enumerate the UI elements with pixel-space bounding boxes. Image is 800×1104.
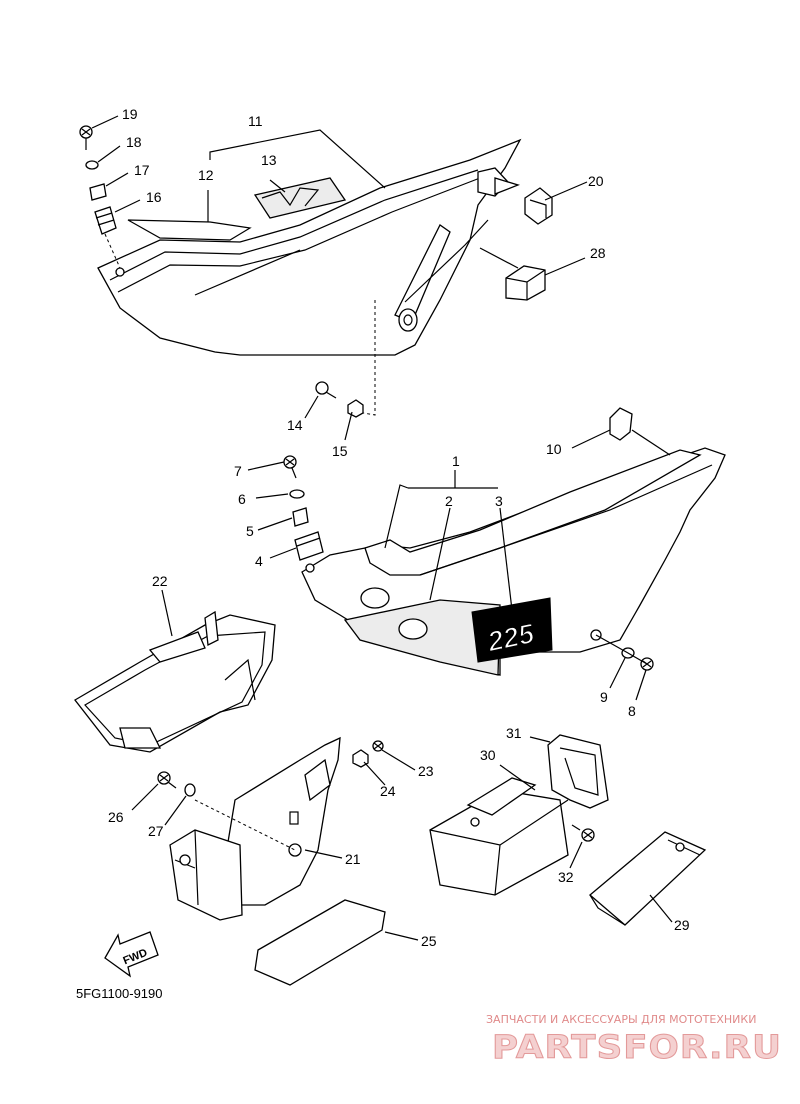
callout-4: 4 (255, 553, 263, 569)
callout-10: 10 (546, 441, 562, 457)
callout-11: 11 (248, 113, 263, 129)
callout-28: 28 (590, 245, 606, 261)
emblem-13 (253, 177, 347, 219)
callout-8: 8 (628, 703, 636, 719)
callout-27: 27 (148, 823, 164, 839)
bolt-23 (372, 740, 384, 752)
fwd-arrow-icon: FWD (104, 931, 159, 978)
callout-1: 1 (452, 453, 460, 469)
callout-5: 5 (246, 523, 254, 539)
callout-24: 24 (380, 783, 396, 799)
callout-23: 23 (418, 763, 434, 779)
callout-15: 15 (332, 443, 348, 459)
callout-2: 2 (445, 493, 453, 509)
callout-14: 14 (287, 417, 303, 433)
callout-26: 26 (108, 809, 124, 825)
washer-27 (184, 783, 196, 797)
callout-32: 32 (558, 869, 574, 885)
lower-side-cover (301, 447, 726, 676)
toolbox-30 (429, 777, 569, 896)
screw-14 (315, 381, 337, 399)
washer-6 (289, 489, 305, 499)
grommet-16 (94, 206, 117, 235)
callout-25: 25 (421, 933, 437, 949)
bolt-19 (79, 125, 93, 150)
diagram-code: 5FG1100-9190 (76, 986, 163, 1001)
washer-18 (85, 160, 99, 170)
sheet-25 (254, 899, 386, 986)
callouts: 1 2 3 4 5 6 7 8 9 10 11 12 13 14 15 16 1… (108, 106, 690, 949)
holder-31 (547, 734, 609, 809)
tray-22 (74, 610, 276, 753)
box-21-side (169, 829, 243, 921)
callout-22: 22 (152, 573, 168, 589)
bolt-26 (157, 771, 177, 789)
grommet-4 (294, 531, 324, 561)
callout-9: 9 (600, 689, 608, 705)
collar-5 (292, 507, 309, 527)
pouch-29 (588, 831, 707, 926)
callout-31: 31 (506, 725, 522, 741)
callout-16: 16 (146, 189, 162, 205)
callout-29: 29 (674, 917, 690, 933)
callout-17: 17 (134, 162, 150, 178)
callout-30: 30 (480, 747, 496, 763)
bolt-7 (283, 455, 297, 479)
stripe-12 (127, 219, 252, 241)
callout-6: 6 (238, 491, 246, 507)
cover-pin (477, 167, 520, 197)
callout-19: 19 (122, 106, 138, 122)
nut-15 (347, 399, 364, 418)
leader-lines (91, 115, 673, 941)
callout-18: 18 (126, 134, 142, 150)
watermark-tagline: ЗАПЧАСТИ И АКСЕССУАРЫ ДЛЯ МОТОТЕХНИКИ (486, 1013, 756, 1026)
collar-17 (89, 183, 107, 201)
watermark: ЗАПЧАСТИ И АКСЕССУАРЫ ДЛЯ МОТОТЕХНИКИ PA… (486, 1013, 782, 1067)
callout-12: 12 (198, 167, 214, 183)
bracket-21 (224, 736, 341, 906)
pad-28 (505, 265, 546, 301)
grommet-10 (609, 407, 633, 441)
upper-side-cover (97, 138, 522, 356)
grommet-20 (524, 187, 553, 225)
callout-7: 7 (234, 463, 242, 479)
callout-3: 3 (495, 493, 503, 509)
callout-13: 13 (261, 152, 277, 168)
bolt-32 (571, 824, 595, 842)
callout-20: 20 (588, 173, 604, 189)
callout-21: 21 (345, 851, 361, 867)
watermark-brand: PARTSFOR.RU (492, 1028, 782, 1066)
